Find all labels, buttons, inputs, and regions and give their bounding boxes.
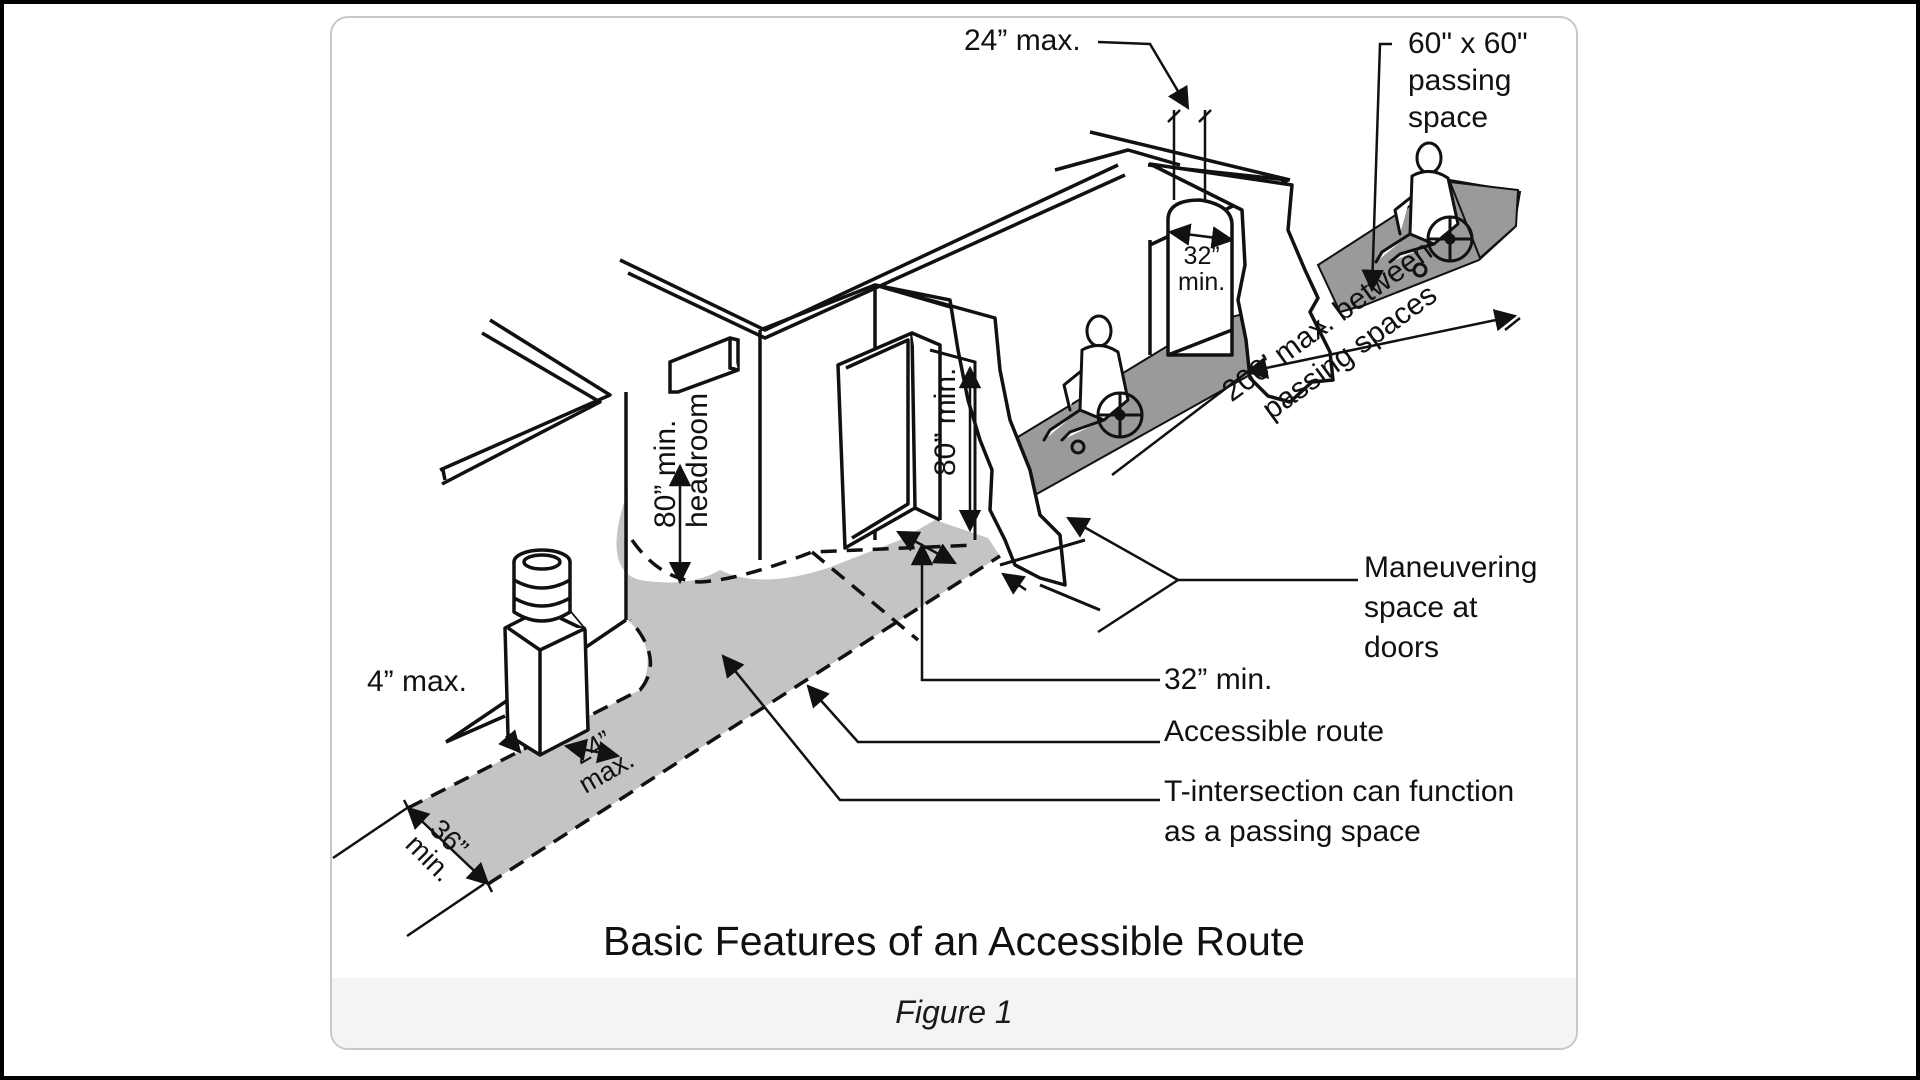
passing-space-line-3: space	[1408, 101, 1489, 134]
wheelchair-user-icon	[1374, 141, 1474, 278]
accessible-route-floor	[407, 490, 1001, 886]
t-intersection-label: T-intersection can function as a passing…	[1164, 772, 1514, 852]
protrusion-label: 4” max.	[367, 665, 468, 698]
accessible-route-label: Accessible route	[1164, 715, 1385, 748]
building-walls	[439, 130, 1291, 744]
wall-sign	[668, 336, 740, 394]
maneuvering-line-2: space at	[1364, 591, 1478, 624]
ground-line	[445, 714, 506, 744]
door-width-label: 32” min.	[1164, 663, 1273, 696]
t-intersection-line-1: T-intersection can function	[1164, 775, 1515, 808]
t-intersection-line-2: as a passing space	[1164, 815, 1421, 848]
passing-space-line-1: 60" x 60"	[1408, 27, 1528, 60]
callout-leaders	[721, 40, 1392, 802]
doorway-width-qualifier: min.	[1178, 268, 1226, 296]
dimension-lines	[332, 109, 1521, 938]
headroom-dimension: 80” min. headroom	[649, 392, 714, 528]
passing-space-label: 60" x 60" passing space	[1408, 25, 1528, 136]
figure-caption: Figure 1	[895, 994, 1013, 1030]
door-height-dimension: 80” min.	[929, 367, 962, 476]
water-fountain-icon	[503, 548, 590, 757]
caption-band: Figure 1	[332, 978, 1576, 1048]
wheelchair-user-icon	[1042, 314, 1144, 455]
figure-title: Basic Features of an Accessible Route	[603, 918, 1305, 964]
maneuvering-space-label: Maneuvering space at doors	[1364, 548, 1537, 668]
open-door	[836, 331, 942, 550]
headroom-qualifier: headroom	[681, 392, 714, 528]
door-projection-label: 24” max.	[964, 24, 1081, 57]
headroom-value: 80” min.	[649, 419, 682, 528]
passing-space-line-2: passing	[1408, 64, 1512, 97]
maneuvering-line-1: Maneuvering	[1364, 551, 1538, 584]
doorway-width-value: 32”	[1183, 242, 1220, 270]
doorway-width-dimension: 32” min.	[1178, 243, 1225, 295]
maneuvering-line-3: doors	[1364, 631, 1440, 664]
